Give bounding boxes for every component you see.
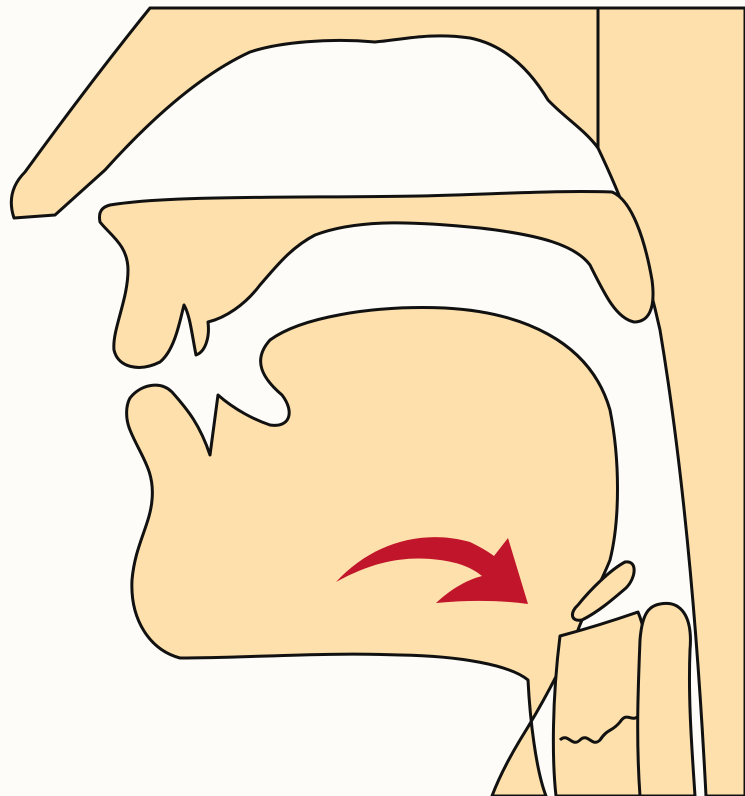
cervical-vertebra <box>638 603 695 796</box>
